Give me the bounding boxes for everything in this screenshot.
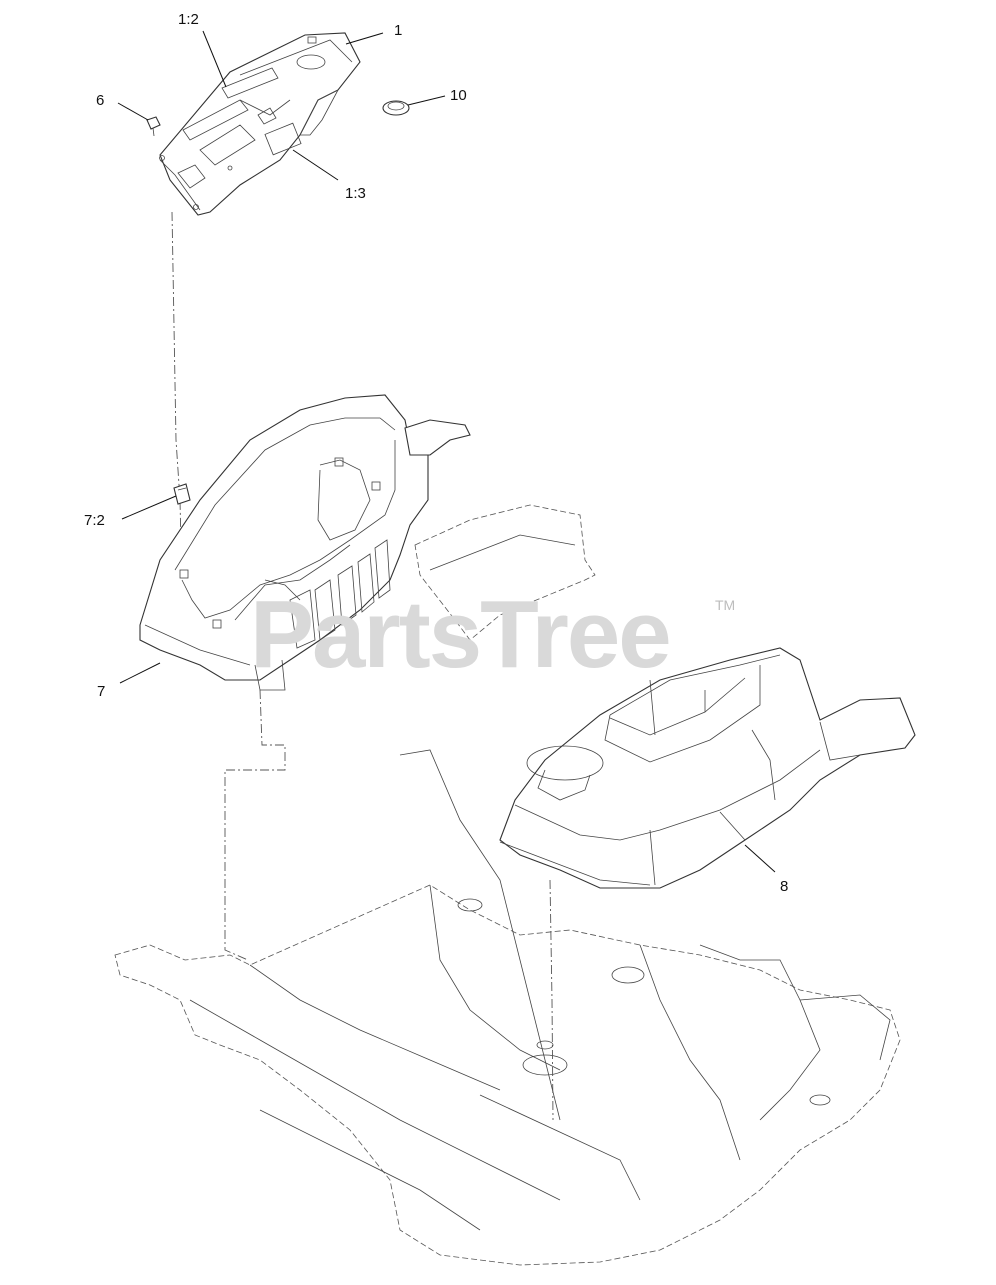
part-8-fender-pan	[499, 647, 916, 889]
frame-chassis	[114, 749, 901, 1266]
callout-10: 10	[450, 87, 467, 104]
leader-lines	[117, 30, 776, 873]
callout-7: 7	[97, 683, 106, 700]
leader-7-2	[121, 495, 177, 520]
partstree-watermark: PartsTree	[250, 581, 672, 688]
part-10-grommet	[382, 100, 410, 116]
callout-7-2: 7:2	[84, 512, 105, 529]
assembly-lines	[171, 211, 554, 1121]
callout-8: 8	[780, 878, 789, 895]
callout-6: 6	[96, 92, 105, 109]
leader-8	[744, 844, 776, 873]
part-7-console-housing	[139, 394, 471, 691]
callout-1-3: 1:3	[345, 185, 366, 202]
leader-10	[407, 95, 446, 106]
leader-1	[345, 32, 384, 45]
part-1-console-plate	[159, 32, 361, 216]
leader-1-3	[292, 149, 339, 181]
part-6-screw	[146, 116, 161, 137]
callout-1: 1	[394, 22, 403, 39]
leader-1-2	[202, 30, 227, 88]
rear-bracket-dashed	[414, 504, 596, 641]
leader-7	[119, 662, 161, 684]
part-7-2-clip-nut	[173, 483, 191, 505]
leader-6	[117, 102, 149, 121]
callout-1-2: 1:2	[178, 11, 199, 28]
trademark-mark: TM	[715, 597, 736, 613]
